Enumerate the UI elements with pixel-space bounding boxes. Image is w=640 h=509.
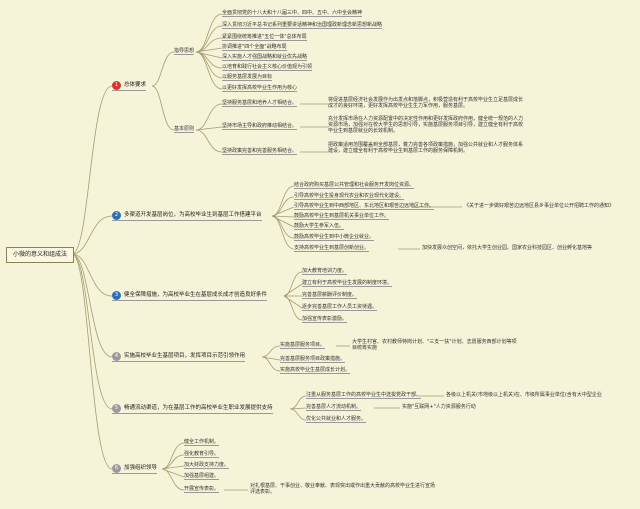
principle-item[interactable]: 坚持市场主导和政府推动相结合。 bbox=[222, 123, 298, 130]
guide-item[interactable]: 以服务基层发展为目标 bbox=[222, 74, 273, 81]
number-badge-6: 6 bbox=[112, 464, 121, 473]
s2-item[interactable]: 引导高校毕业生到中西部地区、东北地区和艰苦边远地区工作。 bbox=[294, 203, 435, 210]
s2-item[interactable]: 鼓励高校毕业生到中小微企业就业。 bbox=[294, 234, 375, 241]
connector-root-s2 bbox=[71, 215, 113, 255]
s6-item[interactable]: 加大财政支持力度。 bbox=[184, 462, 230, 469]
s3-item[interactable]: 加强宣传表彰激励。 bbox=[302, 316, 348, 323]
branch-title: 健全保障措施，为高校毕业生在基层成长成才创造良好条件 bbox=[124, 292, 268, 298]
s5-item[interactable]: 完善基层人才流动机制。 bbox=[306, 404, 362, 411]
s4-item[interactable]: 实施基层服务项目。 bbox=[280, 342, 326, 349]
s3-item[interactable]: 逐步完善基层工作人员工资待遇。 bbox=[302, 304, 378, 311]
sub-guiding-ideology[interactable]: 指导思想 bbox=[174, 48, 195, 55]
branch-mobility-channels[interactable]: 5 畅通流动渠道，为在基层工作的高校毕业生职业发展提供支持 bbox=[112, 404, 273, 414]
connector-root-s5 bbox=[71, 253, 113, 410]
s2-item[interactable]: 鼓励高校毕业生到基层机关事业单位工作。 bbox=[294, 213, 390, 220]
guide-item[interactable]: 深入贯彻习近平总书记系列重要讲话精神和治国理政新理念新思想新战略 bbox=[222, 22, 383, 29]
number-badge-3: 3 bbox=[112, 291, 121, 300]
branch-title: 畅通流动渠道，为在基层工作的高校毕业生职业发展提供支持 bbox=[124, 405, 273, 411]
number-badge-4: 4 bbox=[112, 352, 121, 361]
branch-overall-requirements[interactable]: 1 总体要求 bbox=[112, 81, 147, 91]
connector-root-s6 bbox=[71, 253, 113, 470]
branch-title: 实施高校毕业生基层项目，发挥项目示范引领作用 bbox=[124, 353, 246, 359]
branch-grassroots-projects[interactable]: 4 实施高校毕业生基层项目，发挥项目示范引领作用 bbox=[112, 352, 246, 362]
guide-item[interactable]: 紧紧围绕统筹推进"五位一体"总体布局 bbox=[222, 34, 307, 41]
branch-safeguards[interactable]: 3 健全保障措施，为高校毕业生在基层成长成才创造良好条件 bbox=[112, 291, 268, 301]
connector-root-s4 bbox=[71, 253, 113, 358]
s2-item[interactable]: 鼓励大学生参军入伍。 bbox=[294, 223, 345, 230]
s6-item[interactable]: 健全工作机制。 bbox=[184, 439, 220, 446]
branch-title: 多渠道开发基层岗位，为高校毕业生到基层工作搭建平台 bbox=[124, 212, 262, 218]
s6-item[interactable]: 开展宣传表彰。 bbox=[184, 486, 220, 493]
s5-item[interactable]: 注重从服务基层工作的高校毕业生中选拔党政干部。 bbox=[306, 392, 422, 399]
s5-item[interactable]: 优化公共就业和人才服务。 bbox=[306, 416, 367, 423]
root-topic[interactable]: 小微的意义和组成法 bbox=[6, 247, 74, 263]
s4-note: 大学生村官、农村教师特岗计划、"三支一扶"计划、志愿服务西部计划等项目统筹实施 bbox=[352, 339, 517, 351]
s2-item[interactable]: 支持高校毕业生到基层创新创业。 bbox=[294, 245, 370, 252]
guide-item[interactable]: 深入实施人才强国战略和就业优先战略 bbox=[222, 54, 308, 61]
s6-item[interactable]: 加强基层组建。 bbox=[184, 473, 220, 480]
branch-title: 总体要求 bbox=[124, 82, 147, 88]
s5-note: 实施"互联网+"人力资源服务行动 bbox=[402, 404, 476, 410]
s3-item[interactable]: 完善基层薪酬评价制度。 bbox=[302, 292, 358, 299]
s4-item[interactable]: 完善基层服务项目政策措施。 bbox=[280, 356, 346, 363]
guide-item[interactable]: 全面贯彻党的十八大和十八届三中、四中、五中、六中全会精神 bbox=[222, 10, 363, 17]
number-badge-5: 5 bbox=[112, 404, 121, 413]
number-badge-2: 2 bbox=[112, 211, 121, 220]
number-badge-1: 1 bbox=[112, 81, 121, 90]
branch-title: 加强组织领导 bbox=[124, 465, 158, 471]
s2-note: 《关于进一步做好艰苦边远地区县乡事业单位公开招聘工作的通知》 bbox=[464, 203, 615, 209]
s2-note: 加快发展众创空间，依托大学生创业园、国家农业科技园区、创业孵化基地等 bbox=[422, 245, 593, 251]
branch-develop-positions[interactable]: 2 多渠道开发基层岗位，为高校毕业生到基层工作搭建平台 bbox=[112, 211, 262, 221]
connector-root-s1 bbox=[71, 85, 113, 255]
guide-item[interactable]: 以培育和践行社会主义核心价值观为引领 bbox=[222, 64, 313, 71]
s6-item[interactable]: 强化教育引导。 bbox=[184, 451, 220, 458]
principle-item[interactable]: 坚持政策完善和完善服务相结合。 bbox=[222, 148, 298, 155]
guide-item[interactable]: 协调推进"四个全面"战略布局 bbox=[222, 44, 287, 51]
principle-desc: 将促进基层经济社会发展作为出发点和落脚点，积极营造有利于高校毕业生立足基层成长成… bbox=[328, 97, 524, 109]
branch-organization-leadership[interactable]: 6 加强组织领导 bbox=[112, 464, 158, 474]
s2-item[interactable]: 结合政府购买基层公共管理和社会服务开发岗位资源。 bbox=[294, 182, 415, 189]
guide-item[interactable]: 以更好发挥高校毕业生作用为核心 bbox=[222, 85, 298, 92]
sub-basic-principles[interactable]: 基本原则 bbox=[174, 126, 195, 133]
s3-item[interactable]: 加大教育培训力度。 bbox=[302, 268, 348, 275]
principle-item[interactable]: 坚持服务基层和培养人才相结合。 bbox=[222, 100, 298, 107]
s6-note: 对扎根基层、干事创业、敬业奉献、表现突出或作出重大贡献的高校毕业生进行宣扬评选表… bbox=[250, 483, 436, 495]
principle-desc: 把政策适用范围覆盖到全部基层，着力完善各项政策措施，加强公共就业和人才服务体系建… bbox=[328, 142, 524, 154]
connector-root-s3 bbox=[71, 253, 113, 297]
s2-item[interactable]: 引导高校毕业生投身现代农业和农业现代化建设。 bbox=[294, 193, 405, 200]
s4-item[interactable]: 实施高校毕业生基层成长计划。 bbox=[280, 367, 351, 374]
s5-note: 各级以上机关(市地级以上机关)在、市级所属事业单位(含有大中型企业 bbox=[446, 392, 602, 398]
principle-desc: 充分发挥市场在人力资源配置中的决定性作用和更好发挥政府作用，健全统一规范的人力资… bbox=[328, 116, 524, 134]
s3-item[interactable]: 建立有利于高校毕业生发展的制度环境。 bbox=[302, 280, 393, 287]
